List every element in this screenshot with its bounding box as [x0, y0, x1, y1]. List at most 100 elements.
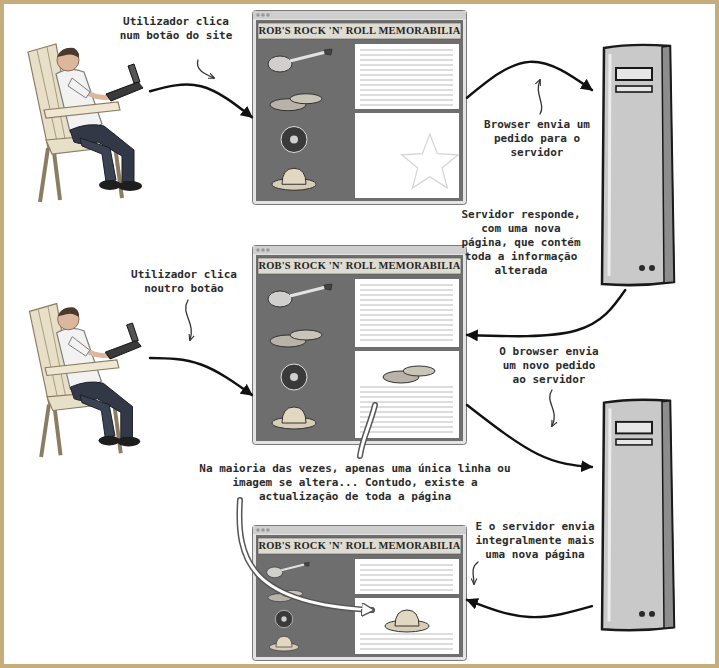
page-screenshot-part — [258, 258, 461, 274]
page-screenshot-part — [266, 248, 270, 252]
user-illustration-part — [106, 82, 143, 101]
page-screenshot-part — [261, 248, 265, 252]
callout-arrow-outline — [239, 500, 372, 610]
page-screenshot-part — [360, 585, 453, 586]
annotation-text: Browser envia um pedido para o servidor — [482, 118, 592, 160]
page-screenshot-part — [258, 23, 461, 39]
page-screenshot-part — [360, 422, 453, 423]
page-screenshot-part — [355, 598, 459, 654]
request-arrow — [150, 358, 252, 395]
callout-note: Na maioria das vezes, apenas uma única l… — [195, 462, 515, 504]
request-arrow — [467, 290, 625, 336]
user-illustration-part — [40, 148, 48, 202]
page-screenshot-part — [360, 412, 453, 413]
site-banner: ROB'S ROCK 'N' ROLL MEMORABILIA — [258, 258, 461, 274]
page-screenshot-part — [256, 248, 260, 252]
user-illustration-part — [99, 180, 121, 190]
server-illustration-part — [609, 54, 610, 276]
callout-arrow — [239, 500, 372, 610]
page-screenshot-part — [360, 75, 453, 76]
user-illustration-part — [38, 309, 58, 402]
page-screenshot-part — [360, 295, 453, 296]
page-screenshot-part — [360, 335, 453, 336]
edge-annotation: O browser envia um novo pedido ao servid… — [495, 345, 603, 387]
server-illustration-part — [616, 68, 652, 80]
user-illustration-part — [128, 64, 140, 83]
browser-page: ROB'S ROCK 'N' ROLL MEMORABILIA — [252, 525, 467, 661]
user-illustration-part — [58, 307, 80, 317]
page-screenshot-part — [270, 94, 322, 111]
page-screenshot-part-part — [403, 366, 435, 376]
server-illustration-part — [616, 86, 652, 92]
page-screenshot-part-part — [290, 94, 322, 104]
callout-arrow — [360, 405, 375, 456]
page-screenshot-part — [256, 13, 260, 17]
server-illustration-part — [662, 46, 674, 283]
user-illustration-part — [41, 405, 49, 457]
page-screenshot-part-part — [324, 284, 332, 290]
page-screenshot-part-part — [290, 330, 322, 340]
page-screenshot-part-part — [267, 567, 283, 578]
page-screenshot-part-part — [290, 136, 298, 144]
annotation-text: Servidor responde, com uma nova página, … — [455, 208, 587, 278]
user-illustration-part — [37, 50, 58, 146]
server-illustration-part — [639, 611, 645, 617]
page-screenshot-part — [266, 13, 270, 17]
page-screenshot-part — [360, 310, 453, 311]
page-screenshot-part-part — [304, 562, 309, 566]
page-screenshot-part — [281, 127, 307, 153]
request-arrow — [467, 62, 592, 98]
page-screenshot-part — [360, 55, 453, 56]
page-screenshot-part — [360, 634, 453, 635]
page-screenshot-part-part — [281, 616, 286, 621]
request-arrow — [467, 600, 592, 617]
page-screenshot-part — [268, 284, 332, 307]
user-illustration-part — [68, 78, 90, 98]
page-screenshot-part — [360, 387, 453, 388]
user-illustration-part — [45, 360, 119, 376]
page-screenshot — [253, 246, 467, 445]
page-screenshot-part — [261, 13, 265, 17]
page-screenshot-part-part — [268, 56, 292, 72]
user-figure-art — [10, 30, 150, 205]
page-screenshot-part — [267, 562, 310, 577]
page-screenshot-part — [360, 60, 453, 61]
page-screenshot-part — [268, 590, 303, 601]
server-illustration-part — [662, 401, 674, 629]
page-screenshot-part-part — [281, 127, 307, 153]
page-screenshot-part — [385, 610, 429, 632]
server-illustration — [602, 45, 674, 285]
page-screenshot-part — [360, 70, 453, 71]
user-illustration-part — [70, 125, 134, 182]
page-screenshot-part — [360, 65, 453, 66]
page-screenshot-part-part — [290, 373, 298, 381]
page-screenshot-part — [383, 366, 435, 383]
page-screenshot-part — [269, 636, 298, 651]
user-illustration-part — [105, 341, 141, 359]
user-illustration-part — [98, 436, 119, 446]
page-screenshot-part — [360, 100, 453, 101]
page-screenshot-part-part — [268, 291, 292, 307]
page-screenshot-part — [261, 528, 265, 532]
browser-page-art — [252, 10, 467, 205]
server-illustration-part — [602, 400, 674, 631]
page-screenshot-part — [270, 330, 322, 347]
page-screenshot-part — [355, 559, 459, 594]
page-screenshot-part — [360, 315, 453, 316]
user-illustration-part — [54, 152, 60, 200]
page-screenshot-part — [360, 402, 453, 403]
user-illustration-part — [57, 48, 79, 58]
page-screenshot-part — [360, 305, 453, 306]
user-illustration — [29, 304, 141, 457]
user-illustration-part — [55, 409, 61, 456]
annotation-text: Utilizador clica noutro botão — [128, 268, 240, 296]
leader-line — [473, 562, 478, 584]
page-screenshot-part — [355, 44, 459, 109]
edge-annotation: Servidor responde, com uma nova página, … — [455, 208, 587, 278]
page-screenshot-part — [360, 570, 453, 571]
server-illustration-part — [639, 265, 645, 271]
page-screenshot-part — [360, 85, 453, 86]
page-screenshot-part — [256, 535, 463, 657]
page-screenshot-part — [360, 407, 453, 408]
server-illustration — [602, 400, 674, 631]
